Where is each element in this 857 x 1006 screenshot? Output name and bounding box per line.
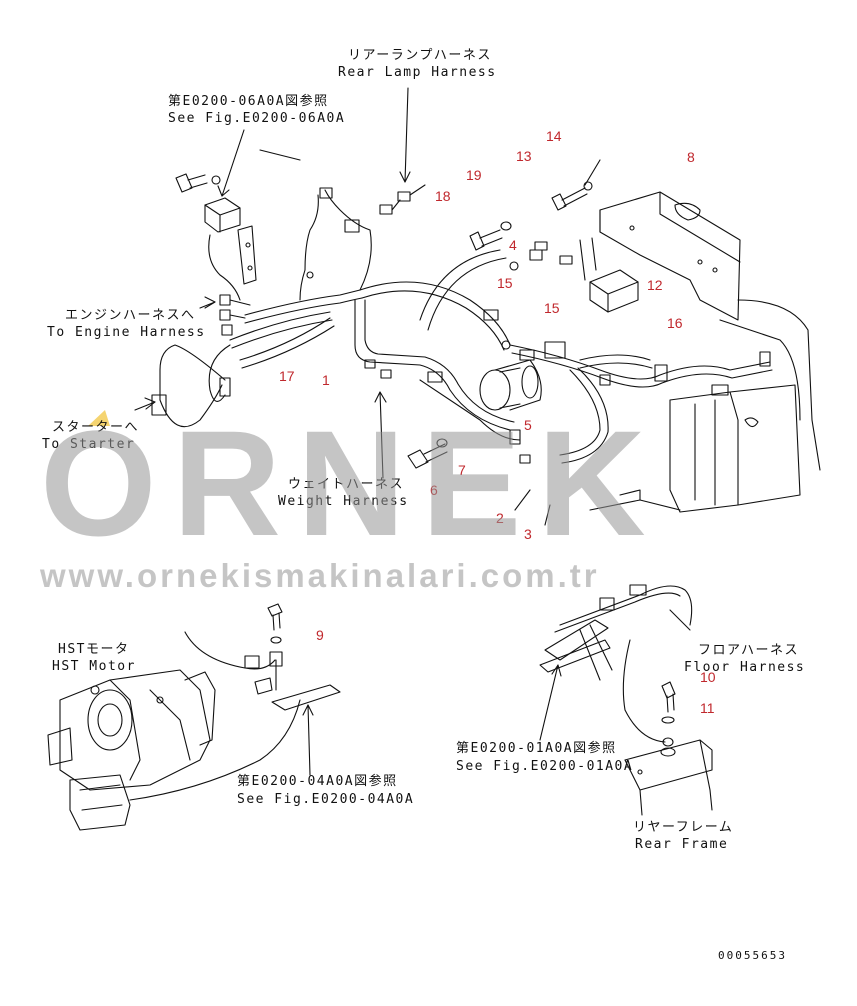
part-number-1: 1 bbox=[322, 372, 330, 388]
part-number-15a: 15 bbox=[497, 275, 513, 291]
part-number-7: 7 bbox=[458, 462, 466, 478]
engine-harness-en: To Engine Harness bbox=[47, 325, 206, 340]
ref-right-jp: 第E0200-01A0A図参照 bbox=[456, 741, 617, 756]
starter-jp: スターターへ bbox=[52, 420, 140, 435]
engine-harness-jp: エンジンハーネスへ bbox=[65, 308, 196, 323]
engine-harness-connectors bbox=[219, 184, 426, 336]
rear-lamp-harness-jp: リアーランプハーネス bbox=[348, 48, 492, 63]
hst-motor bbox=[47, 603, 341, 831]
drawing-number: 00055653 bbox=[718, 949, 787, 962]
part-number-13: 13 bbox=[516, 148, 532, 164]
part-number-6: 6 bbox=[430, 482, 438, 498]
ref-right-en: See Fig.E0200-01A0A bbox=[456, 759, 634, 774]
ref-top-en: See Fig.E0200-06A0A bbox=[168, 111, 346, 126]
part-number-10: 10 bbox=[700, 669, 716, 685]
ref-mid-jp: 第E0200-04A0A図参照 bbox=[237, 774, 398, 789]
part-number-16: 16 bbox=[667, 315, 683, 331]
watermark-accent bbox=[88, 410, 110, 426]
part-number-4: 4 bbox=[509, 237, 517, 253]
bracket-8 bbox=[599, 191, 741, 321]
rear-frame bbox=[624, 739, 713, 816]
rear-frame-jp: リヤーフレーム bbox=[633, 820, 734, 835]
ref-top-jp: 第E0200-06A0A図参照 bbox=[168, 94, 329, 109]
bolt-13 bbox=[551, 181, 593, 211]
part-number-11: 11 bbox=[700, 700, 715, 716]
watermark-url: www.ornekismakinalari.com.tr bbox=[40, 557, 600, 594]
hst-motor-en: HST Motor bbox=[52, 659, 136, 674]
hst-motor-jp: HSTモータ bbox=[58, 642, 130, 657]
part-number-3: 3 bbox=[524, 526, 532, 542]
part-number-14: 14 bbox=[546, 128, 562, 144]
part-number-18: 18 bbox=[435, 188, 451, 204]
rear-lamp-harness-en: Rear Lamp Harness bbox=[338, 65, 497, 80]
watermark-brand: ORNEK bbox=[40, 399, 662, 567]
leader-lines bbox=[134, 87, 691, 776]
starter-en: To Starter bbox=[42, 437, 136, 452]
part-number-2: 2 bbox=[496, 510, 504, 526]
part-number-12: 12 bbox=[647, 277, 663, 293]
part-number-9: 9 bbox=[316, 627, 324, 643]
ref-mid-en: See Fig.E0200-04A0A bbox=[237, 792, 415, 807]
part-number-8: 8 bbox=[687, 149, 695, 165]
bolt-6 bbox=[407, 438, 448, 469]
weight-harness-jp: ウェイトハーネス bbox=[288, 477, 405, 492]
floor-harness-jp: フロアハーネス bbox=[698, 643, 799, 658]
part-number-17: 17 bbox=[279, 368, 295, 384]
part-number-19: 19 bbox=[466, 167, 482, 183]
rear-body-outline bbox=[589, 299, 821, 513]
floor-harness bbox=[539, 584, 693, 747]
starter-motor-5 bbox=[479, 349, 542, 411]
main-harness bbox=[151, 187, 773, 464]
relay-bracket-topleft bbox=[175, 173, 257, 301]
part-number-15b: 15 bbox=[544, 300, 560, 316]
bolt-18 bbox=[469, 221, 512, 251]
rear-frame-en: Rear Frame bbox=[635, 837, 729, 852]
part-number-5: 5 bbox=[524, 417, 532, 433]
weight-harness-en: Weight Harness bbox=[278, 494, 409, 509]
floor-harness-en: Floor Harness bbox=[684, 660, 806, 675]
